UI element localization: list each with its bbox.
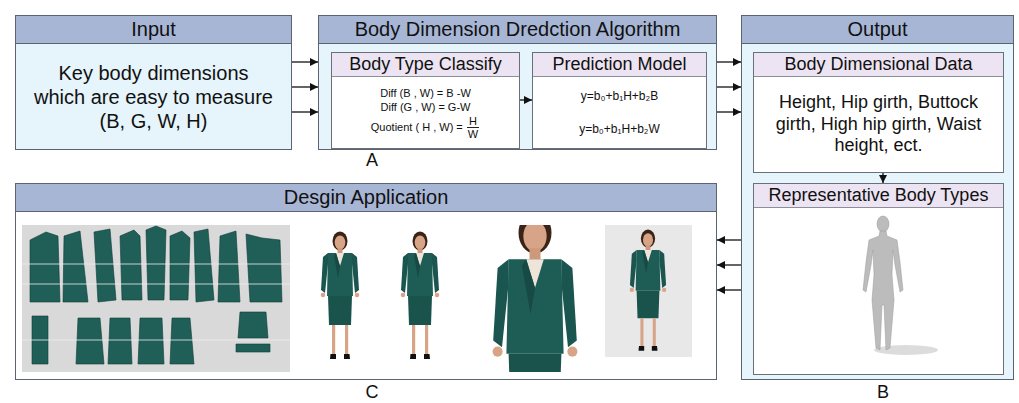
arrow-connector (717, 289, 741, 290)
part-letter: B (877, 382, 889, 402)
body-text: Height, Hip girth, Buttock girth, High h… (761, 92, 997, 157)
equation-text: y=b₀+b₁H+b₂W (579, 122, 660, 137)
node-body: Diff (B , W) = B -WDiff (G , W) = G-W Quo… (332, 77, 519, 148)
model-box: Prediction Model y=b₀+b₁H+b₂B y=b₀+b₁H+b₂W (532, 52, 707, 149)
equation-text: y=b₀+b₁H+b₂B (581, 89, 658, 104)
header-text: Output (742, 16, 1013, 44)
body-text: Key body dimensions which are easy to me… (33, 61, 275, 133)
arrow-connector (717, 239, 741, 240)
header-text: Body Dimension Dredction Algorithm (319, 16, 716, 44)
header-text: Input (16, 16, 291, 44)
arrow-connector (292, 61, 318, 62)
header-text: Desgin Application (16, 184, 716, 212)
data-box: Body Dimensional DataHeight, Hip girth, … (753, 52, 1004, 173)
header-text: Body Type Classify (332, 53, 519, 77)
arrow-connector (292, 111, 318, 112)
arrow-connector (292, 86, 318, 87)
formula-text: Diff (B , W) = B -W (380, 86, 471, 100)
fraction: HW (466, 115, 480, 140)
node-body: Height, Hip girth, Buttock girth, High h… (754, 77, 1003, 172)
arrow-connector (717, 111, 741, 112)
header-text: Prediction Model (533, 53, 706, 77)
formula-text: Diff (G , W) = G-W (381, 100, 471, 114)
fraction-term: W (466, 128, 480, 140)
input-panel: InputKey body dimensions which are easy … (15, 15, 292, 150)
arrow-connector (717, 264, 741, 265)
fraction-term: H (467, 115, 479, 128)
algorithm-panel: Body Dimension Dredction AlgorithmBody T… (318, 15, 717, 150)
node-body: y=b₀+b₁H+b₂B y=b₀+b₁H+b₂W (533, 77, 706, 148)
part-letter: A (366, 150, 378, 170)
header-text: Representative Body Types (754, 184, 1003, 208)
formula-row: Quotient ( H , W) =HW (371, 115, 480, 140)
arrow-connector (717, 61, 741, 62)
formula-text: Quotient ( H , W) = (371, 121, 463, 133)
arrow-connector (520, 99, 532, 100)
node-body: Key body dimensions which are easy to me… (16, 44, 291, 149)
classify-box: Body Type ClassifyDiff (B , W) = B -WDif… (331, 52, 520, 149)
part-letter: C (366, 382, 379, 402)
arrow-connector (882, 173, 883, 183)
arrow-connector (717, 86, 741, 87)
header-text: Body Dimensional Data (754, 53, 1003, 77)
